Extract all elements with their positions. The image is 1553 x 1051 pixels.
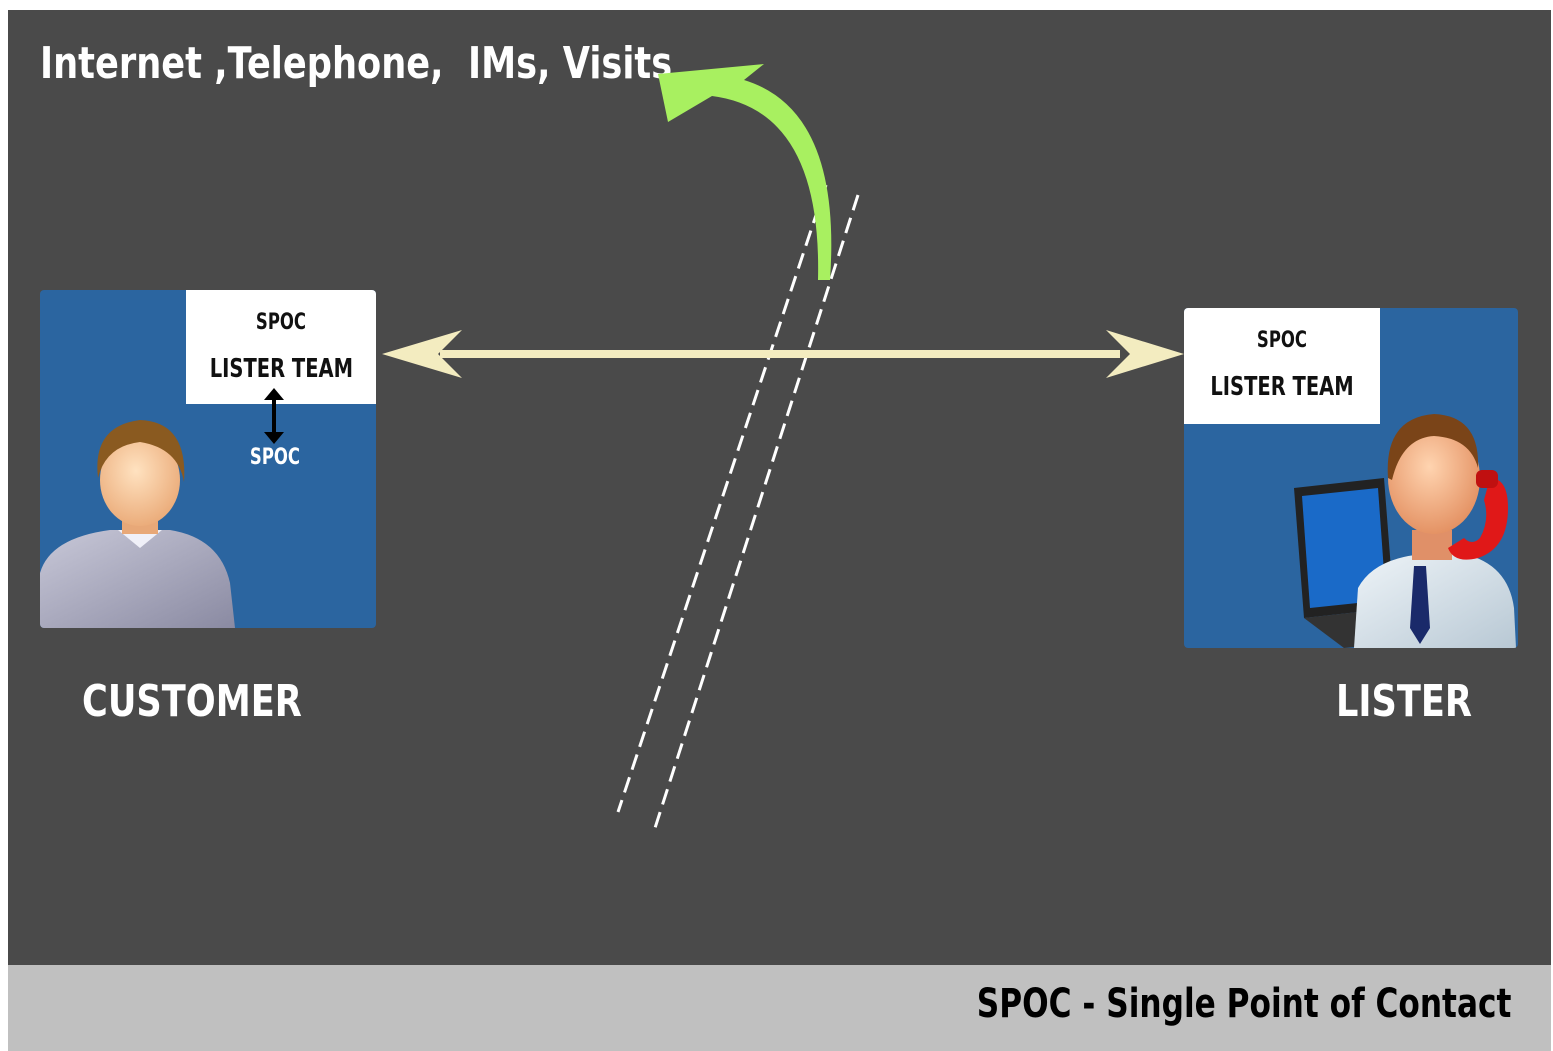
footer-bar: SPOC - Single Point of Contact xyxy=(8,965,1551,1051)
lister-team-label: LISTER TEAM xyxy=(1210,372,1354,402)
customer-avatar-icon xyxy=(40,420,235,628)
customer-card: SPOC LISTER TEAM SPOC xyxy=(40,290,376,628)
customer-inner-spoc-label: SPOC xyxy=(249,445,301,470)
curved-arrow-icon xyxy=(658,64,832,280)
customer-spoc-label: SPOC xyxy=(255,310,307,335)
dashed-line-left xyxy=(616,184,828,813)
lister-label-box: SPOC LISTER TEAM xyxy=(1184,308,1380,424)
vertical-double-arrow-icon xyxy=(264,388,284,444)
customer-caption: CUSTOMER xyxy=(82,676,302,727)
customer-team-label: LISTER TEAM xyxy=(209,354,354,384)
channels-headline: Internet ,Telephone, IMs, Visits xyxy=(40,38,673,89)
lister-spoc-label: SPOC xyxy=(1256,328,1308,353)
footer-definition: SPOC - Single Point of Contact xyxy=(976,981,1511,1027)
lister-caption: LISTER xyxy=(1336,676,1473,727)
dashed-line-right xyxy=(653,194,860,829)
double-arrow-icon xyxy=(382,330,1184,378)
customer-label-box: SPOC LISTER TEAM xyxy=(186,290,376,404)
lister-agent-icon xyxy=(1294,414,1516,648)
lister-card: SPOC LISTER TEAM xyxy=(1184,308,1518,648)
